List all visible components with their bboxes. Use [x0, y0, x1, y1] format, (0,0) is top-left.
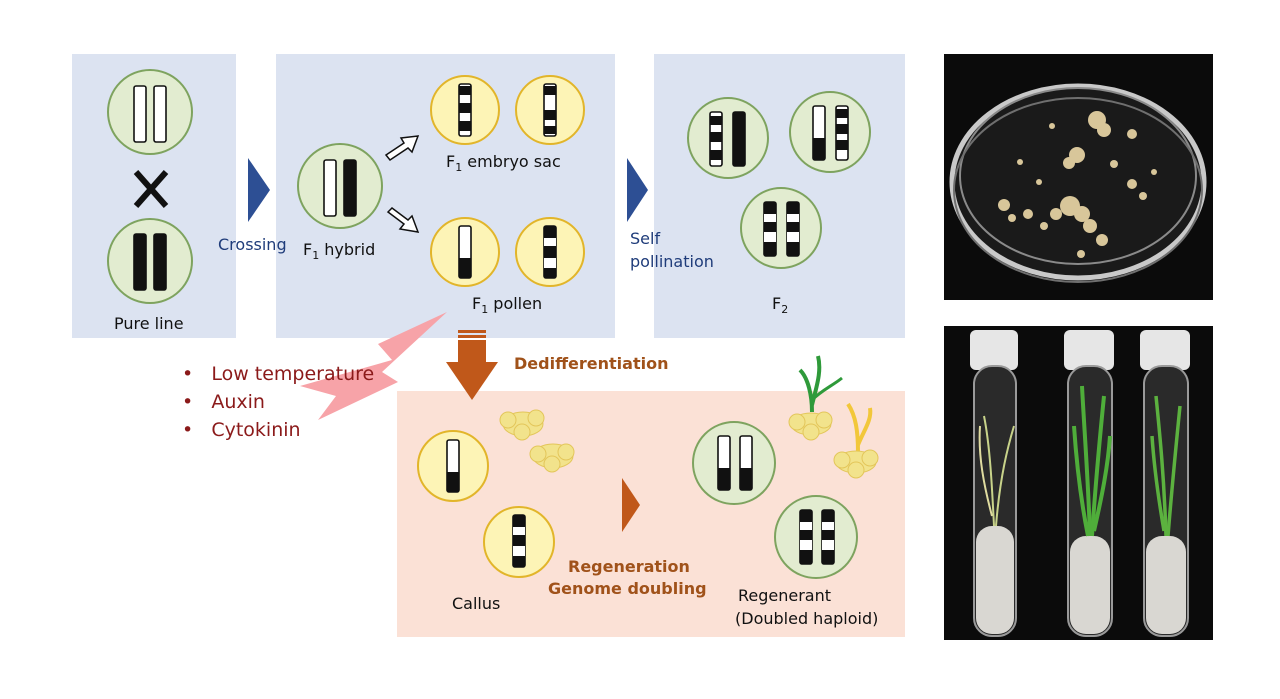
callus-icon [499, 409, 545, 441]
callus-label: Callus [452, 594, 501, 613]
embryo-sac-cell-1 [430, 75, 500, 145]
hollow-arrow-icon [386, 207, 420, 233]
self-pollination-arrow-icon [627, 158, 648, 222]
callus-cell-1 [417, 430, 489, 502]
f2-cell-2 [789, 91, 871, 173]
pollen-cell-2 [515, 217, 585, 287]
dedifferentiation-label: Dedifferentiation [514, 354, 669, 373]
f2-cell-3 [740, 187, 822, 269]
crossing-label: Crossing [218, 235, 287, 254]
f1-hybrid-label: F1 hybrid [303, 240, 376, 263]
seedling-icon [833, 402, 879, 479]
callus-icon [529, 443, 575, 473]
f1-embryo-sac-label: F1 embryo sac [446, 152, 561, 175]
genome-doubling-label: Genome doubling [548, 579, 707, 598]
dedifferentiation-arrow-icon [446, 330, 498, 400]
seedling-icon [788, 355, 843, 441]
regeneration-label: Regeneration [568, 557, 690, 576]
f1-pollen-label: F1 pollen [472, 294, 543, 317]
crossing-arrow-icon [248, 158, 270, 222]
culture-tubes-photo [944, 326, 1213, 640]
embryo-sac-cell-2 [515, 75, 585, 145]
treatment-item-auxin: • Auxin [182, 391, 265, 413]
petri-dish-photo [944, 54, 1213, 300]
pollen-cell-1 [430, 217, 500, 287]
cross-icon [133, 170, 169, 208]
parent-white-cell [107, 69, 193, 155]
pure-line-label: Pure line [114, 314, 184, 333]
hollow-arrow-icon [384, 135, 420, 162]
regeneration-arrow-icon [622, 478, 640, 532]
doubled-haploid-label: (Doubled haploid) [735, 609, 879, 628]
regenerant-cell-1 [692, 421, 776, 505]
f2-label: F2 [772, 294, 789, 317]
treatment-item-low-temperature: • Low temperature [182, 363, 375, 385]
callus-cell-2 [483, 506, 555, 578]
f1-hybrid-cell [297, 143, 383, 229]
parent-black-cell [107, 218, 193, 304]
f2-cell-1 [687, 97, 769, 179]
self-pollination-label-line2: pollination [630, 252, 714, 271]
lightning-icon [300, 312, 447, 420]
treatment-item-cytokinin: • Cytokinin [182, 419, 301, 441]
self-pollination-label-line1: Self [630, 229, 661, 248]
regenerant-cell-2 [774, 495, 858, 579]
regenerant-label: Regenerant [738, 586, 832, 605]
